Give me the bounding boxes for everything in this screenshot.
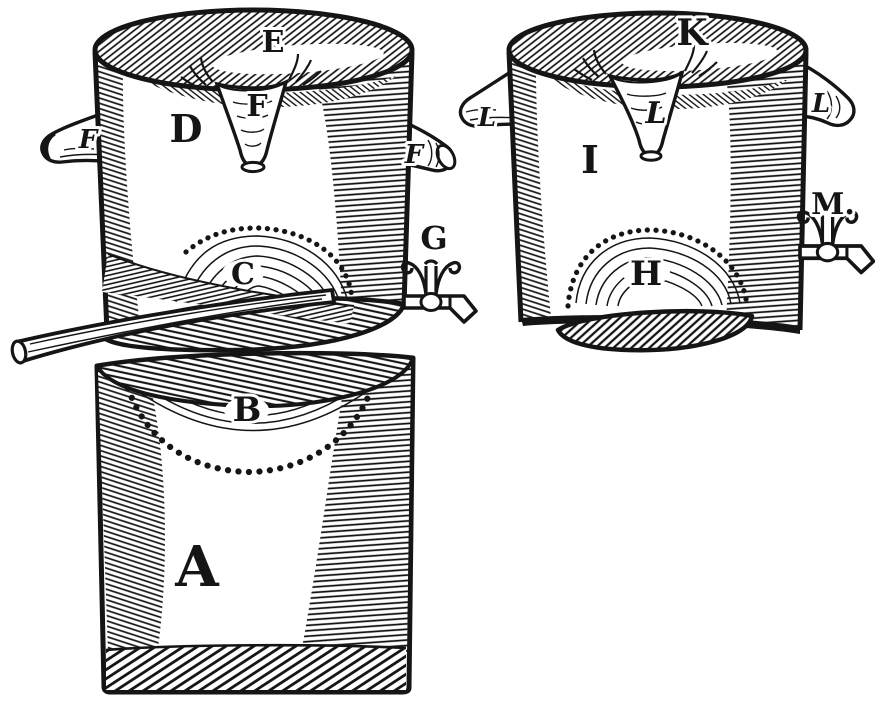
top-rim [92,7,415,93]
right-furnace-base-rim [555,308,755,353]
dome-h-dotted-outline [565,227,750,309]
under-rim-shadow [123,66,396,108]
label-i: I [581,137,599,182]
right-top-rim [506,10,809,90]
label-f-spout-left: F [78,125,99,155]
spigot-g [400,259,478,324]
label-a: A [174,534,220,600]
label-g: G [420,219,447,257]
label-b: B [233,390,262,430]
lower-left-shading [98,372,165,652]
label-f-funnel: F [246,89,267,124]
label-l-spout-left: L [477,103,496,133]
lower-body-top-rim [95,351,415,409]
upper-furnace [10,7,478,365]
right-furnace-right-shading [726,52,806,330]
inner-funnel-l [573,44,718,162]
right-furnace [458,10,875,353]
spout-l-right [796,60,856,128]
label-l-spout-right: L [811,89,830,119]
label-m: M. [811,187,855,222]
label-c: C [231,257,255,292]
lower-body [94,350,416,695]
lower-right-shading [302,364,411,652]
label-e: E [262,25,285,60]
hearth-band [106,645,406,690]
label-d: D [170,106,203,151]
label-f-spout-right: F [404,140,425,170]
inner-funnel-f [180,53,322,174]
dome-h [565,227,750,309]
label-h: H [630,254,662,294]
right-wall-shading [318,52,412,310]
label-k: K [676,12,709,54]
blow-pipe [10,288,336,365]
right-under-rim-shadow [536,68,790,110]
label-l-funnel: L [644,96,666,131]
spout-f-left [40,108,114,164]
bowl-b-dotted-outline [124,384,375,476]
